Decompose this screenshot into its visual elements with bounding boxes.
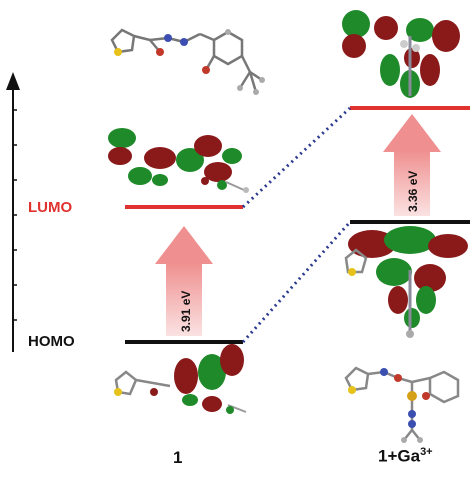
complex-label-base: 1+Ga [378, 446, 421, 466]
homo-connector [241, 221, 352, 343]
orbital-lobes-icon [344, 226, 468, 338]
complex-label-charge: 3+ [420, 446, 433, 458]
orbital-lobes-icon [342, 10, 460, 98]
up-arrow-icon [155, 226, 213, 336]
homo-label: HOMO [28, 333, 75, 350]
lumo-connector [241, 106, 352, 209]
complex-label: 1+Ga3+ [378, 446, 433, 467]
lumo-label: LUMO [28, 199, 73, 216]
gap-label-complex: 3.36 eV [406, 171, 420, 212]
molecule-atoms-icon [114, 29, 265, 95]
molecule-atoms-icon [348, 368, 430, 443]
orbital-lobes-icon [108, 128, 249, 193]
molecule-structure-icon [110, 28, 263, 93]
compound-label: 1 [173, 448, 183, 467]
energy-axis-arrow-icon [6, 72, 20, 352]
orbital-lobes-icon [114, 344, 247, 414]
molecule-structure-icon [344, 366, 460, 441]
gap-label-compound: 3.91 eV [179, 291, 193, 332]
up-arrow-icon [383, 114, 441, 216]
